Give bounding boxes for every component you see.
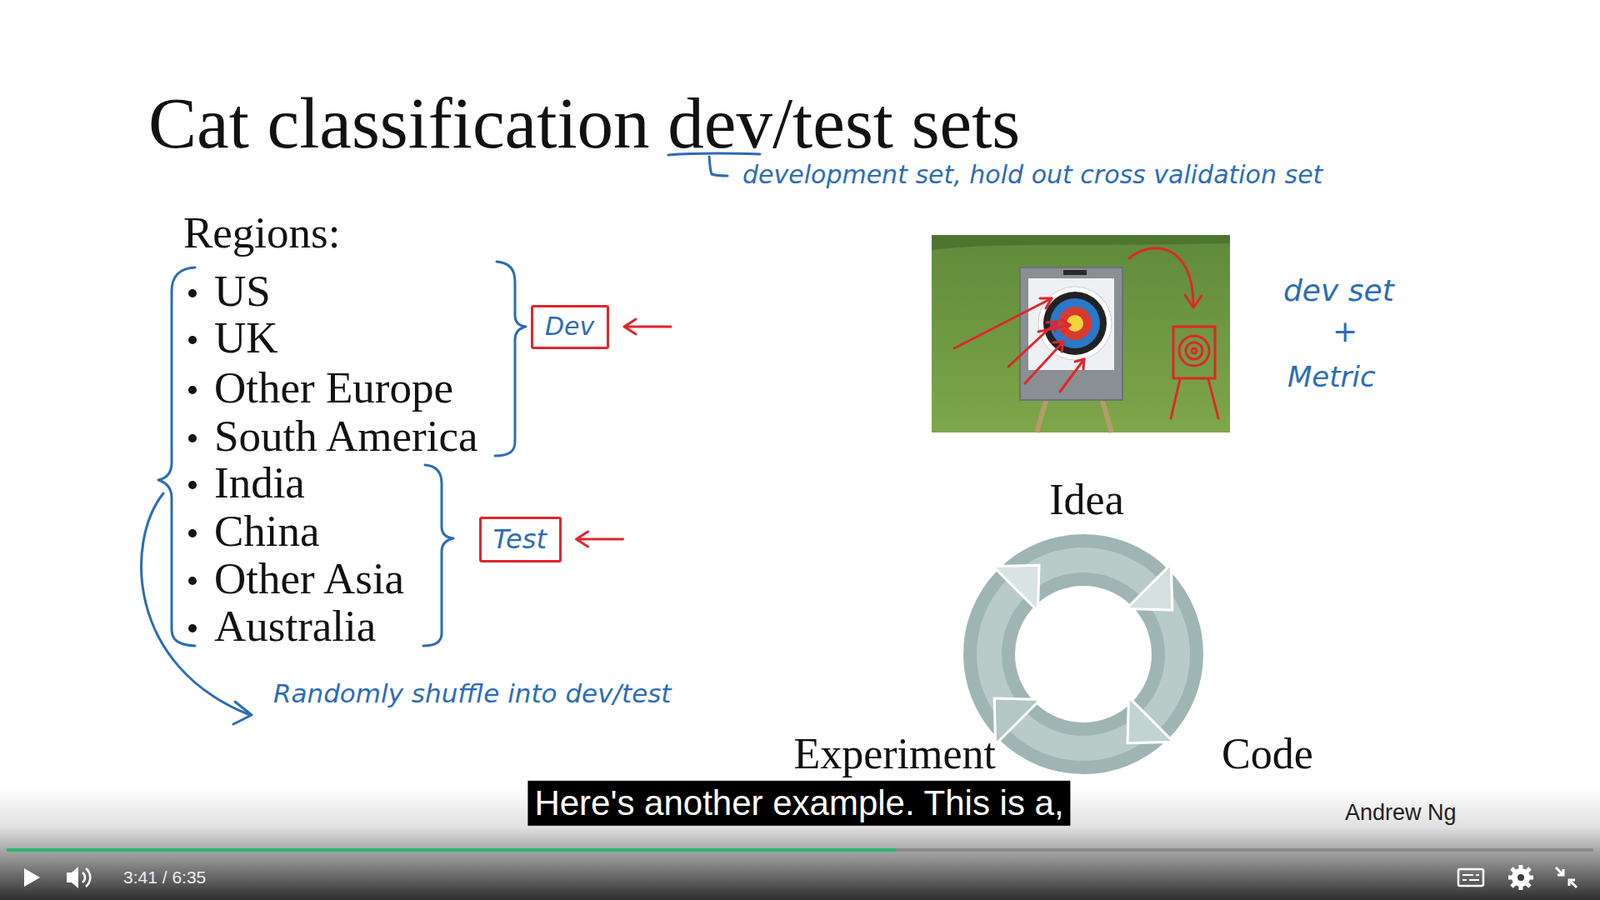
- handwritten-note: development set, hold out cross validati…: [742, 160, 1323, 190]
- region-item: India: [214, 460, 305, 505]
- hand-arrow: [1075, 359, 1085, 370]
- target-photo: [1043, 291, 1107, 355]
- bullet: [188, 480, 197, 490]
- box-label: Dev: [545, 312, 595, 342]
- pointer-arrow: [576, 531, 624, 547]
- hand-arrow: [1040, 298, 1052, 309]
- hand-arrow: [1129, 248, 1194, 305]
- bullet: [188, 576, 197, 585]
- subtitle: Here's another example. This is a,: [527, 780, 1070, 826]
- handwritten-note: Randomly shuffle into dev/test: [273, 679, 672, 710]
- region-item: South America: [214, 414, 478, 459]
- target-photo: [1036, 398, 1047, 433]
- region-item: US: [214, 269, 271, 314]
- player-bar: [85, 868, 90, 887]
- bullet: [188, 624, 197, 633]
- pointer-arrow: [624, 319, 671, 335]
- red-box: Test: [479, 516, 562, 563]
- player-bar: [6, 848, 1594, 852]
- cycle-ring: [1105, 697, 1174, 766]
- slide-title: Cat classification dev/test sets: [148, 81, 1020, 165]
- cycle-label: Idea: [1049, 475, 1124, 525]
- hand-arrow: [1185, 342, 1203, 360]
- cycle-label: Code: [1221, 729, 1314, 780]
- hand-arrow: [1191, 348, 1197, 354]
- player-bar: [66, 866, 79, 889]
- pointer-arrow: [576, 531, 624, 547]
- cycle-ring: [993, 542, 1062, 611]
- target-photo: [1101, 398, 1112, 433]
- target-photo: [931, 235, 1230, 250]
- handwritten-note: dev set: [1283, 273, 1395, 308]
- time-display: 3:41 / 6:35: [123, 867, 206, 888]
- target-photo: [1028, 278, 1115, 370]
- player-bar: [82, 872, 85, 883]
- handwritten-note: Metric: [1287, 360, 1376, 394]
- hand-arrow: [1053, 341, 1064, 352]
- brace: [158, 267, 195, 646]
- pointer-arrow: [624, 319, 671, 335]
- bullet: [188, 385, 197, 395]
- list-heading: Regions:: [183, 207, 340, 259]
- bullet: [188, 289, 197, 633]
- player-bar: [1517, 874, 1525, 881]
- target-photo: [1058, 306, 1092, 340]
- cycle-ring: [1126, 564, 1195, 633]
- hand-arrow: [1208, 379, 1219, 419]
- hand-arrow: [1061, 320, 1070, 332]
- author-name: Andrew Ng: [1345, 800, 1457, 826]
- box-label: Test: [493, 524, 548, 555]
- brace: [495, 261, 526, 456]
- hand-arrow: [1185, 295, 1202, 308]
- brace: [141, 261, 526, 725]
- region-item: Other Europe: [214, 365, 454, 410]
- bullet: [188, 335, 197, 345]
- bullet: [188, 289, 197, 298]
- player-bar: [1462, 875, 1480, 880]
- target-photo: [1038, 286, 1112, 360]
- region-item: Australia: [214, 604, 376, 649]
- target-photo: [1063, 270, 1087, 275]
- brace: [233, 701, 252, 725]
- player-bar: [1555, 867, 1577, 888]
- hand-arrow: [1173, 326, 1215, 379]
- target-photo: [931, 235, 1230, 433]
- region-item: China: [214, 509, 320, 554]
- player-bar: [24, 868, 40, 887]
- bullet: [188, 529, 197, 538]
- target-photo: [931, 235, 1230, 433]
- player-bar: [1458, 869, 1484, 886]
- cycle-ring: [971, 542, 1195, 765]
- region-item: UK: [214, 315, 279, 360]
- brace: [423, 465, 454, 646]
- cycle-label: Experiment: [793, 729, 996, 780]
- hand-arrow: [1170, 379, 1180, 419]
- hand-arrow: [954, 248, 1219, 419]
- player-bar: [1508, 865, 1534, 890]
- region-item: Other Asia: [214, 556, 405, 601]
- target-photo: [1020, 267, 1123, 400]
- hand-arrow: [1025, 341, 1064, 384]
- player-bar: [1517, 874, 1525, 881]
- bullet: [188, 434, 197, 443]
- hand-arrow: [1060, 359, 1085, 392]
- player-bar: [6, 848, 896, 852]
- red-box: Dev: [530, 305, 610, 350]
- hand-arrow: [1179, 335, 1210, 366]
- handwritten-note: +: [1332, 314, 1358, 349]
